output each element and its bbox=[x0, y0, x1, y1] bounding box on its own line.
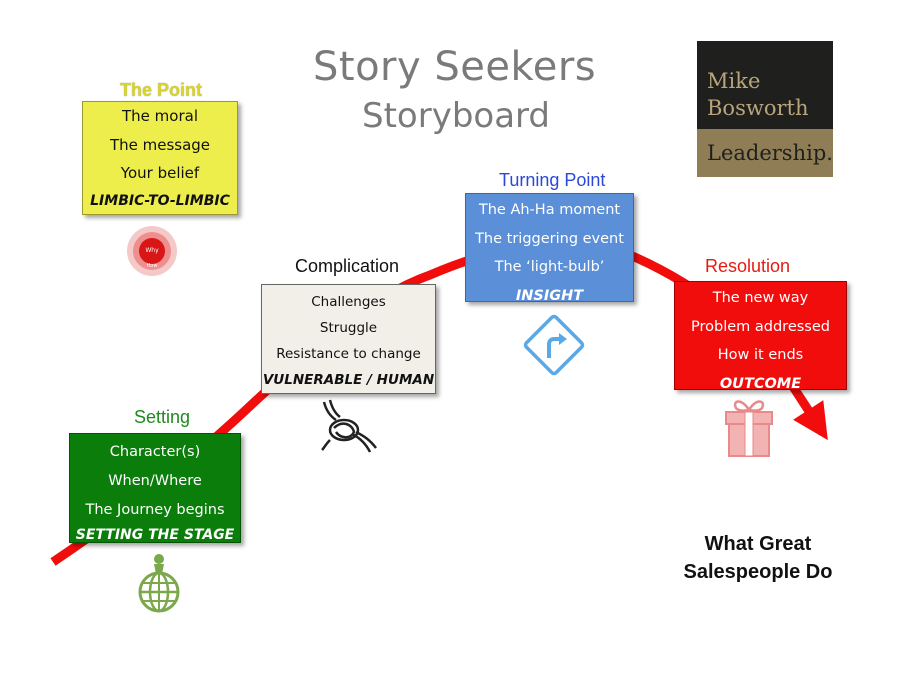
complication-item: Resistance to change bbox=[276, 346, 421, 362]
resolution-box: The new way Problem addressed How it end… bbox=[674, 281, 847, 392]
why-label: Why bbox=[145, 247, 159, 254]
page-title: Story Seekers bbox=[313, 44, 597, 90]
complication-emphasis: VULNERABLE / HUMAN bbox=[262, 372, 435, 388]
tagline-line-2: Salespeople Do bbox=[683, 561, 833, 583]
point-item: The moral bbox=[122, 107, 198, 125]
knot-icon bbox=[321, 399, 377, 453]
resolution-emphasis: OUTCOME bbox=[719, 375, 802, 392]
point-box: The moral The message Your belief LIMBIC… bbox=[82, 101, 238, 215]
turn-right-sign-icon bbox=[523, 314, 585, 376]
turning-point-item: The ‘light-bulb’ bbox=[494, 259, 605, 275]
logo-line-1: Mike bbox=[707, 69, 761, 93]
complication-heading: Complication bbox=[295, 256, 400, 276]
setting-heading: Setting bbox=[134, 407, 191, 427]
complication-item: Struggle bbox=[319, 320, 378, 336]
turning-point-box: The Ah-Ha moment The triggering event Th… bbox=[465, 193, 634, 304]
point-item: The message bbox=[109, 135, 211, 154]
why-how-target-icon: Why How bbox=[127, 226, 177, 276]
setting-item: Character(s) bbox=[109, 444, 201, 460]
logo-line-2: Bosworth bbox=[707, 96, 809, 120]
setting-item: The Journey begins bbox=[85, 502, 225, 518]
turning-point-emphasis: INSIGHT bbox=[515, 287, 584, 304]
complication-box: Challenges Struggle Resistance to change… bbox=[261, 284, 436, 394]
complication-item: Challenges bbox=[311, 294, 386, 310]
point-item: Your belief bbox=[120, 164, 200, 182]
turning-point-heading: Turning Point bbox=[499, 170, 606, 190]
turning-point-item: The triggering event bbox=[475, 230, 624, 247]
tagline-line-1: What Great bbox=[704, 533, 812, 555]
tagline: What Great Salespeople Do bbox=[660, 530, 856, 586]
logo-line-3: Leadership. bbox=[707, 141, 833, 165]
resolution-item: How it ends bbox=[717, 347, 804, 363]
setting-item: When/Where bbox=[108, 473, 202, 489]
leadership-logo: Mike Bosworth Leadership. bbox=[697, 41, 833, 177]
globe-person-icon bbox=[138, 554, 180, 613]
turning-point-item: The Ah-Ha moment bbox=[478, 202, 621, 218]
setting-emphasis: SETTING THE STAGE bbox=[75, 527, 235, 543]
gift-box-icon bbox=[725, 400, 773, 457]
resolution-heading: Resolution bbox=[705, 256, 791, 276]
page-subtitle: Storyboard bbox=[362, 96, 550, 136]
how-label: How bbox=[147, 263, 158, 269]
point-heading: The Point bbox=[120, 80, 202, 100]
setting-box: Character(s) When/Where The Journey begi… bbox=[69, 433, 241, 543]
resolution-item: Problem addressed bbox=[691, 318, 830, 335]
point-emphasis: LIMBIC-TO-LIMBIC bbox=[90, 192, 230, 209]
resolution-item: The new way bbox=[712, 290, 809, 306]
